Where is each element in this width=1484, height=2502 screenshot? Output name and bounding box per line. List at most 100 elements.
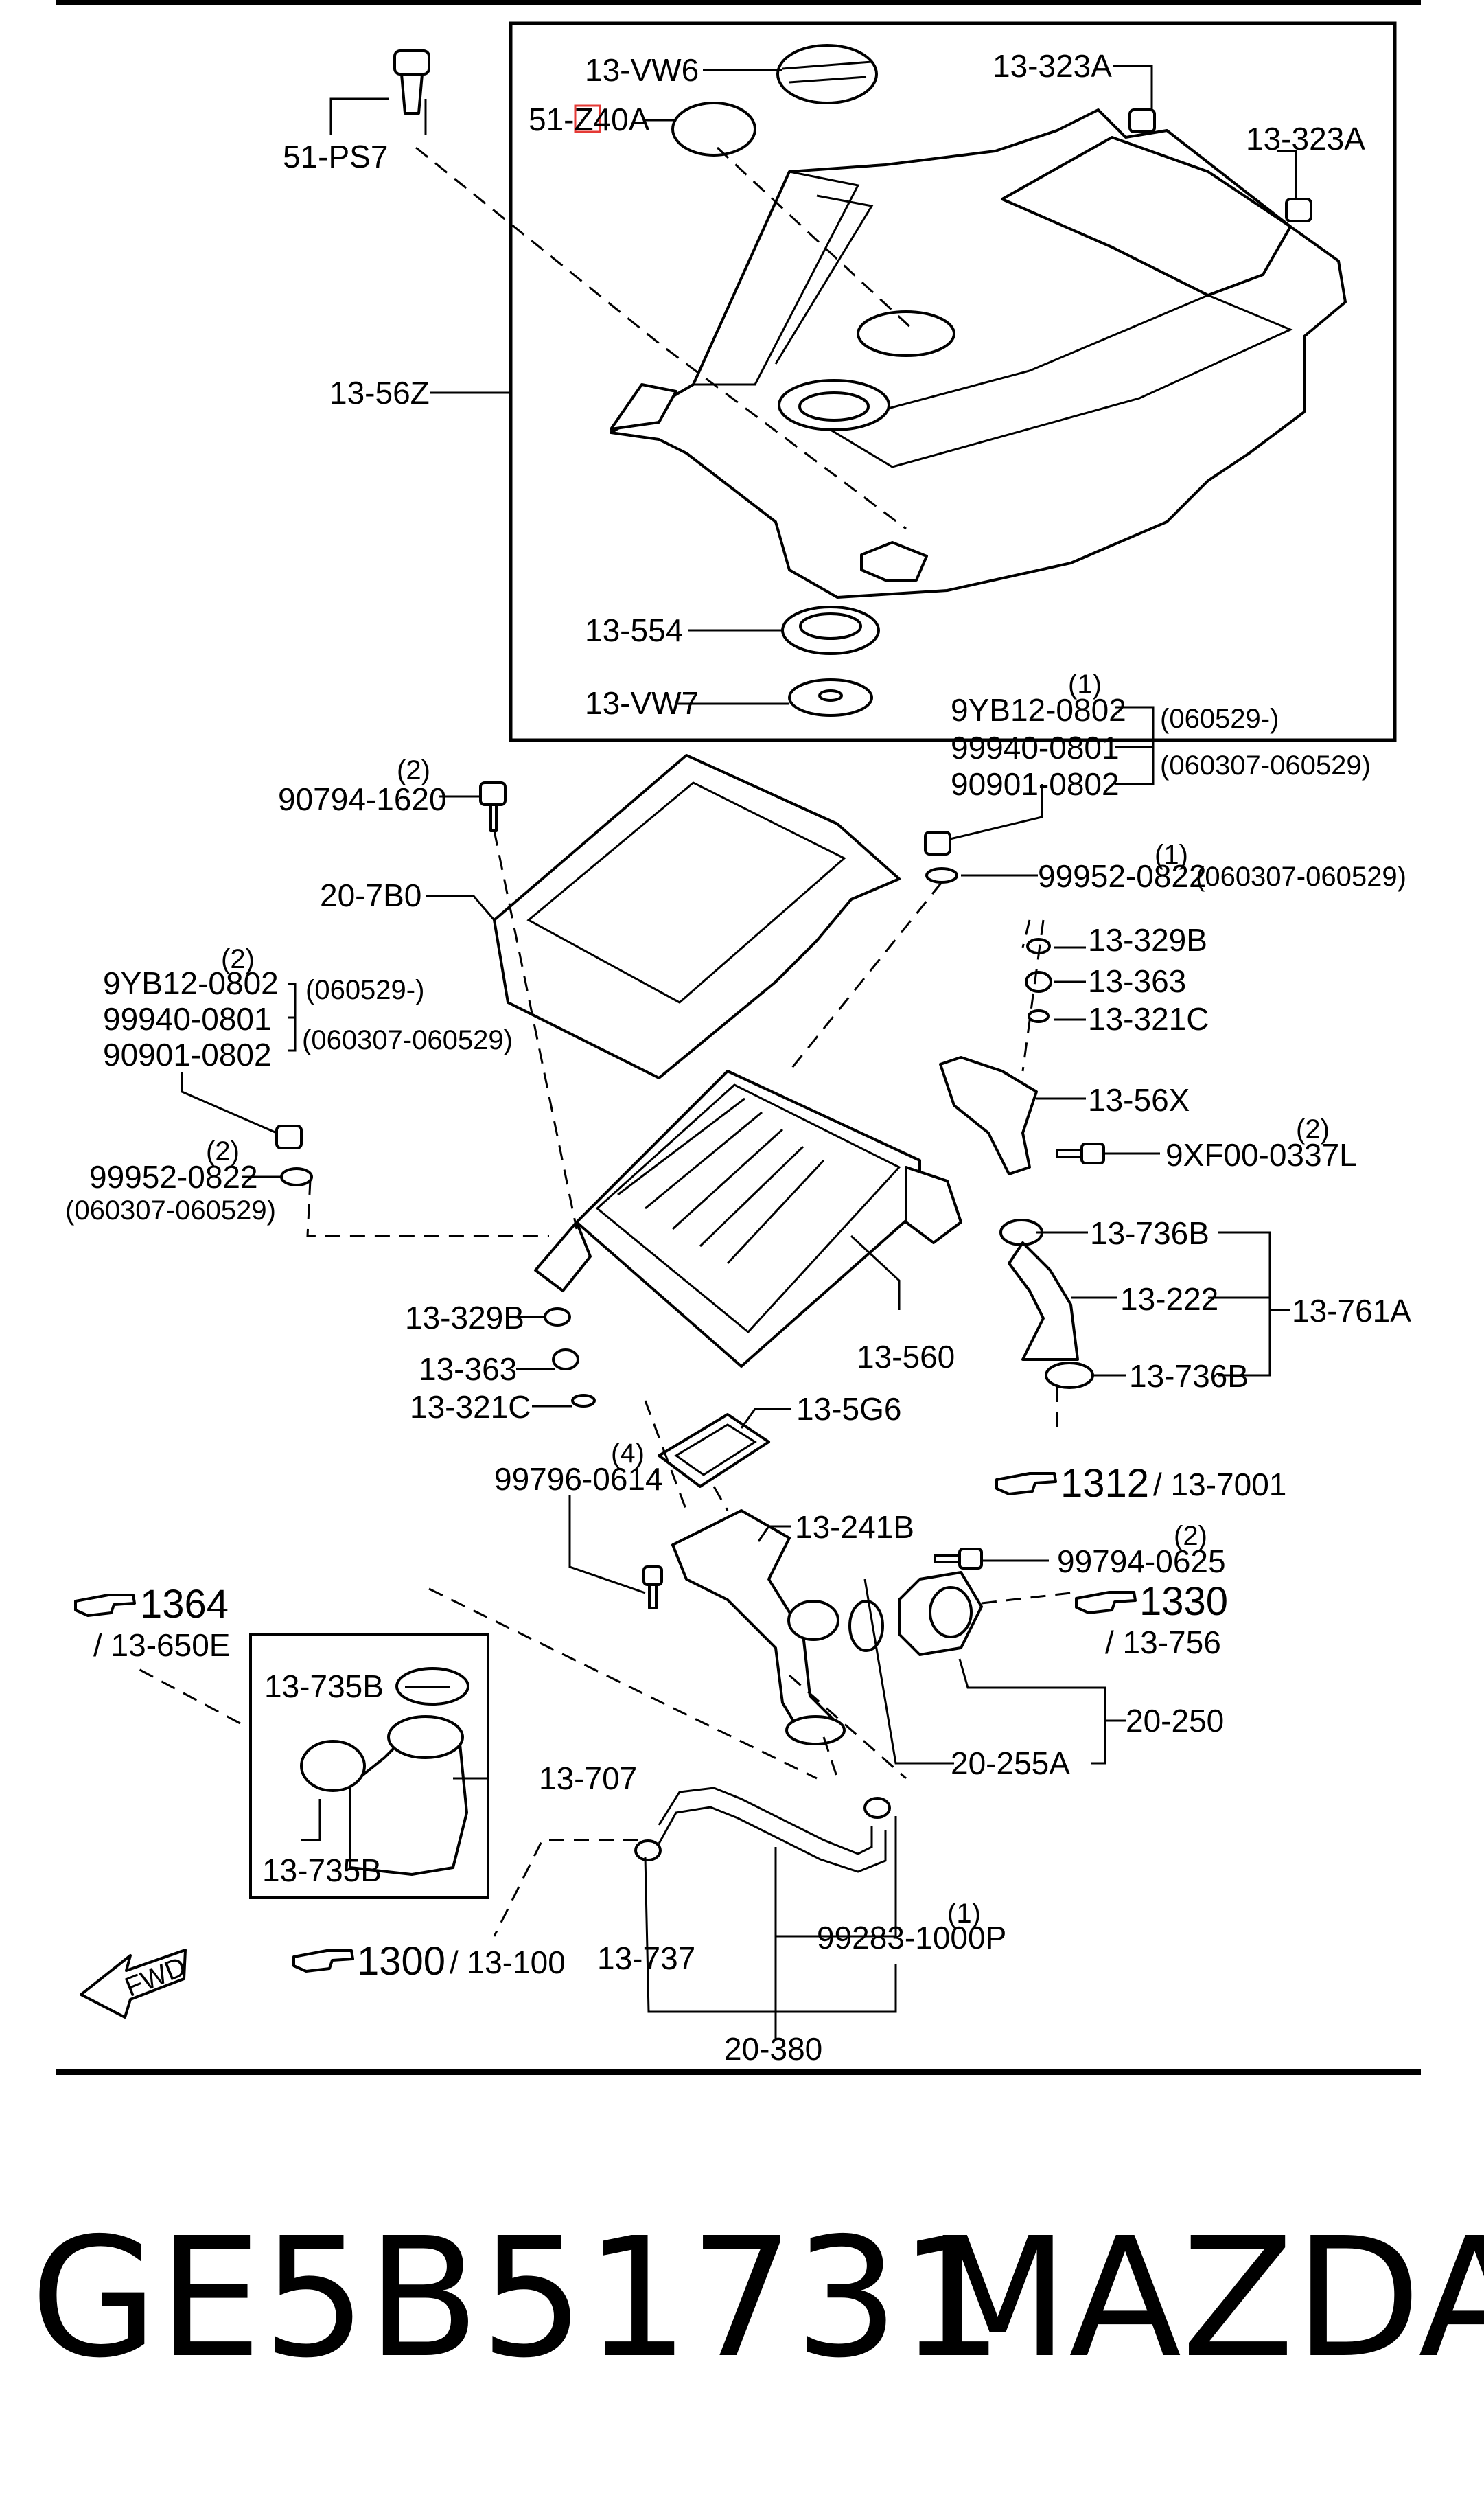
label-13-321c-right: 13-321C [1088,1001,1209,1037]
caption-part-number: GE5B51731 [30,2202,1004,2394]
qty-4: (4) [611,1438,645,1469]
qty-2-washer-left: (2) [206,1136,240,1167]
date-range-2-top: (060307-060529) [1160,750,1371,781]
leader-lines [181,65,1297,2039]
qty-2-9xf00: (2) [1296,1114,1330,1145]
intercooler-illustration [534,1070,962,1368]
label-13-56z: 13-56Z [329,375,430,411]
date-range-washer-top: (060307-060529) [1196,862,1406,892]
throttle-body-icon [898,1571,983,1656]
reference-1330[interactable]: 1330 / 13-756 [1075,1579,1228,1660]
date-range-1-top: (060529-) [1160,704,1279,734]
label-99794-0625: 99794-0625 [1057,1543,1226,1579]
label-99952-0822-left: 99952-0822 [89,1159,258,1195]
label-20-250: 20-250 [1126,1703,1224,1738]
label-20-255a: 20-255A [951,1745,1070,1781]
label-13-707: 13-707 [539,1760,637,1796]
label-13-323a-2: 13-323A [1246,121,1365,157]
date-range-2-left: (060307-060529) [302,1025,513,1055]
ref-1364-number: 1364 [140,1582,229,1627]
label-13-554: 13-554 [585,612,683,648]
ref-1300-number: 1300 [357,1939,445,1984]
label-20-7b0: 20-7B0 [320,877,421,913]
ref-1330-sub: / 13-756 [1105,1625,1221,1660]
qty-1-top: (1) [1068,669,1102,700]
pipe-illustration [671,1509,884,1745]
air-duct-illustration [493,754,901,1079]
label-99952-0822-top: 99952-0822 [1038,858,1207,894]
oil-filler-cap-icon [776,44,878,104]
label-51-z40a: 51-Z40A [529,102,650,137]
label-13-363-right: 13-363 [1088,963,1186,999]
label-13-761a: 13-761A [1292,1293,1411,1329]
washer-icon [788,678,873,717]
label-13-5g6: 13-5G6 [796,1391,901,1427]
intercooler-hose-icon [1008,1241,1079,1361]
label-51-ps7: 51-PS7 [283,139,388,174]
label-13-329b-right: 13-329B [1088,922,1207,958]
ref-1330-number: 1330 [1139,1579,1228,1624]
label-13-vw7: 13-VW7 [585,685,699,721]
label-13-736b-1: 13-736B [1090,1215,1209,1251]
date-range-1-left: (060529-) [305,975,424,1005]
grommet-icon [781,606,880,655]
label-13-323a-1: 13-323A [993,48,1112,84]
qty-2-bolt: (2) [397,755,430,785]
ref-1312-sub: / 13-7001 [1153,1467,1286,1502]
breather-hose-illustration [634,1787,891,1873]
label-13-735b-1: 13-735B [264,1668,384,1704]
ref-1364-sub: / 13-650E [93,1627,230,1663]
engine-cover-frame [509,21,1397,742]
mount-rubber-icon [544,938,1052,1408]
nut-icon [275,831,951,1149]
alignment-lines [137,146,1071,1937]
label-90794-1620: 90794-1620 [278,781,447,817]
label-99796-0614: 99796-0614 [494,1461,663,1497]
label-13-321c-left: 13-321C [410,1389,531,1425]
reference-1300[interactable]: 1300 / 13-100 [292,1939,566,1984]
label-9yb12-0802-left: 9YB12-0802 [103,965,279,1001]
pointing-hand-icon [1075,1591,1137,1614]
label-13-vw6: 13-VW6 [585,52,699,88]
label-99283-1000p: 99283-1000P [817,1920,1006,1955]
label-90901-0802-top: 90901-0802 [951,766,1120,802]
reference-1312[interactable]: 1312 / 13-7001 [995,1461,1286,1506]
label-13-329b-left: 13-329B [405,1300,524,1335]
gasket-icon [658,1413,770,1488]
label-13-560: 13-560 [857,1339,955,1375]
label-13-56x: 13-56X [1088,1082,1190,1118]
label-20-380: 20-380 [724,2031,822,2067]
bracket-illustration [939,1056,1038,1175]
label-13-737: 13-737 [597,1940,695,1976]
label-13-735b-2: 13-735B [262,1852,382,1888]
label-13-736b-2: 13-736B [1129,1358,1249,1394]
part-labels: 13-VW6 51-Z40A 13-323A 13-323A 51-PS7 13… [65,48,1411,2067]
label-90901-0802-left: 90901-0802 [103,1037,272,1072]
label-9xf00-0337l: 9XF00-0337L [1166,1137,1357,1173]
pointing-hand-icon [292,1949,354,1973]
pointing-hand-icon [74,1594,136,1617]
reference-1364[interactable]: 1364 / 13-650E [74,1582,230,1663]
label-13-222: 13-222 [1120,1281,1218,1317]
label-99940-0801-left: 99940-0801 [103,1001,272,1037]
label-13-363-left: 13-363 [419,1351,517,1387]
pointing-hand-icon [995,1472,1057,1495]
push-clip-icon [393,49,430,115]
qty-2-99794: (2) [1174,1521,1207,1551]
caption-brand: MAZDA [927,2202,1484,2394]
date-range-washer-left: (060307-060529) [65,1195,276,1226]
qty-1-hose: (1) [947,1898,981,1929]
label-9yb12-0802-top: 9YB12-0802 [951,692,1126,728]
label-13-241b: 13-241B [795,1509,914,1545]
ref-1312-number: 1312 [1060,1461,1149,1506]
bolt-icon [479,781,1105,1609]
label-highlight-box [574,104,601,133]
cover-insulator-icon [671,102,756,157]
qty-1-washer: (1) [1155,840,1188,870]
qty-2-left: (2) [221,944,255,974]
ref-1300-sub: / 13-100 [450,1944,566,1980]
engine-cover-illustration [610,108,1347,599]
label-99940-0801-top: 99940-0801 [951,730,1120,766]
fwd-arrow-icon [80,1949,187,2019]
